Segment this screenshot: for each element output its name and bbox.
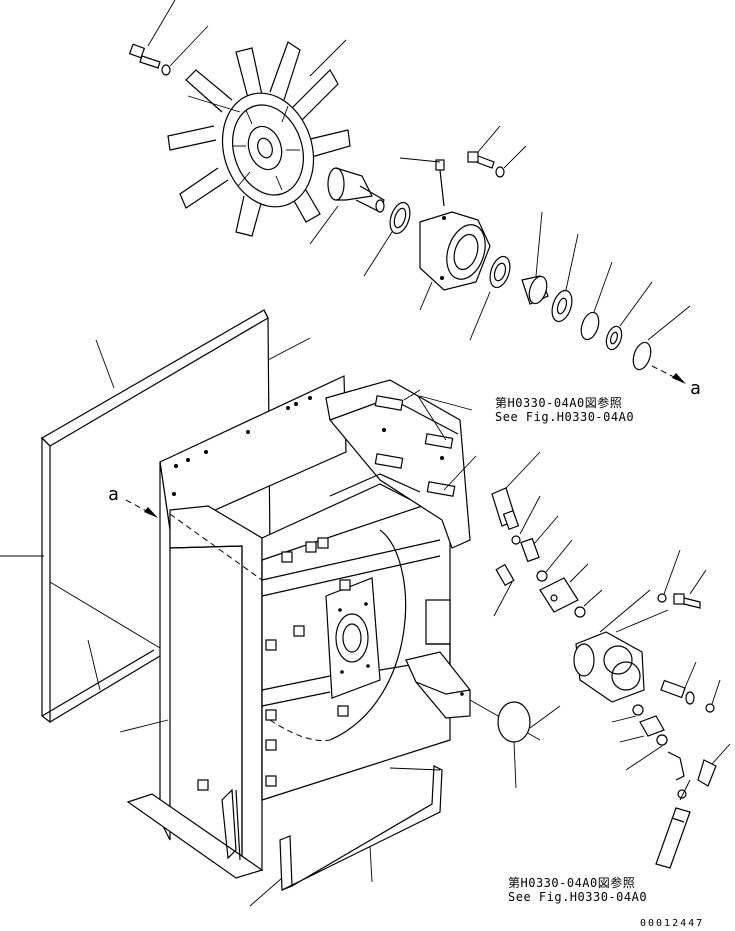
retaining-ring (632, 305, 691, 371)
motor-bolt (657, 549, 707, 609)
hose (655, 779, 691, 869)
view-arrow-left (125, 499, 158, 518)
fan (167, 41, 351, 237)
bearing (521, 211, 549, 305)
view-marker-left: a (108, 484, 119, 505)
elbow-fitting (520, 515, 573, 582)
reference-bottom-line1: 第H0330-04A0図参照 (508, 876, 636, 890)
reference-top-line2: See Fig.H0330-04A0 (495, 410, 635, 424)
fan-bolt (128, 0, 241, 113)
upper-bracket (325, 379, 477, 549)
housing-bolt (467, 125, 527, 178)
snap-ring (580, 261, 613, 341)
housing-bolt-small (399, 157, 445, 207)
reference-note-bottom: 第H0330-04A0図参照 See Fig.H0330-04A0 (508, 876, 647, 904)
view-marker-right: a (690, 378, 701, 399)
spacer-ring (469, 255, 511, 341)
reference-bottom-line2: See Fig.H0330-04A0 (508, 890, 648, 904)
lower-bracket (405, 599, 541, 741)
reference-top-line1: 第H0330-04A0図参照 (495, 396, 623, 410)
washer (605, 281, 653, 351)
document-number: 00012447 (640, 918, 705, 929)
u-bracket (279, 765, 443, 891)
view-arrow-right (651, 365, 686, 384)
fittings-lower (611, 704, 731, 787)
sensor-fitting (491, 451, 541, 545)
bearing-housing (419, 211, 491, 311)
mount-block (539, 563, 603, 618)
cover-disc (497, 701, 561, 789)
radiator-frame (119, 375, 451, 907)
bearing-cage (551, 233, 579, 323)
relief-valve (660, 661, 721, 713)
oil-seal (363, 201, 411, 277)
fan-shaft (309, 167, 385, 245)
hydraulic-motor (573, 589, 669, 703)
hose-connector (493, 563, 515, 617)
reference-note-top: 第H0330-04A0図参照 See Fig.H0330-04A0 (495, 396, 634, 424)
